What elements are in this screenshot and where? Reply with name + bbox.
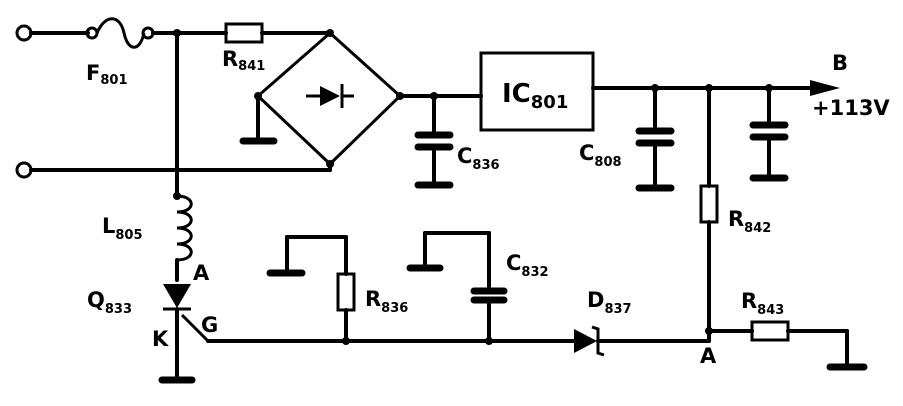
label-r842: R842 xyxy=(728,207,771,236)
resistor-r843 xyxy=(707,320,868,371)
label-r836: R836 xyxy=(365,287,408,316)
ic801 xyxy=(479,51,595,132)
fuse-f801 xyxy=(85,17,155,49)
label-q833: Q833 xyxy=(87,288,132,317)
label-cathode: K xyxy=(152,327,169,351)
capacitor-c808 xyxy=(635,86,675,192)
label-voltage: +113V xyxy=(812,96,890,120)
label-node-a: A xyxy=(700,344,717,368)
capacitor-c832 xyxy=(406,231,508,343)
label-c832: C832 xyxy=(506,251,549,280)
input-terminal-bottom xyxy=(15,161,332,179)
resistor-r841 xyxy=(224,22,332,44)
label-c808: C808 xyxy=(579,141,622,170)
label-f801: F801 xyxy=(86,61,128,88)
output-arrow xyxy=(810,80,840,96)
label-l805: L805 xyxy=(102,214,143,243)
diode-d837 xyxy=(574,325,711,357)
resistor-r842 xyxy=(699,86,719,335)
thyristor-q833 xyxy=(158,284,210,384)
label-c836: C836 xyxy=(457,144,500,173)
label-terminal-b: B xyxy=(832,51,848,75)
capacitor-c836 xyxy=(414,94,454,189)
label-d837: D837 xyxy=(587,288,632,317)
label-anode: A xyxy=(193,261,210,285)
label-r843: R843 xyxy=(741,289,784,318)
label-ic801: IC801 xyxy=(502,79,568,113)
inductor-l805 xyxy=(173,31,193,282)
capacitor-output xyxy=(749,86,789,182)
resistor-r836 xyxy=(266,235,356,343)
bridge-rectifier xyxy=(239,29,404,172)
label-gate: G xyxy=(201,313,218,337)
label-r841: R841 xyxy=(222,47,265,74)
input-terminal-top xyxy=(15,24,90,42)
